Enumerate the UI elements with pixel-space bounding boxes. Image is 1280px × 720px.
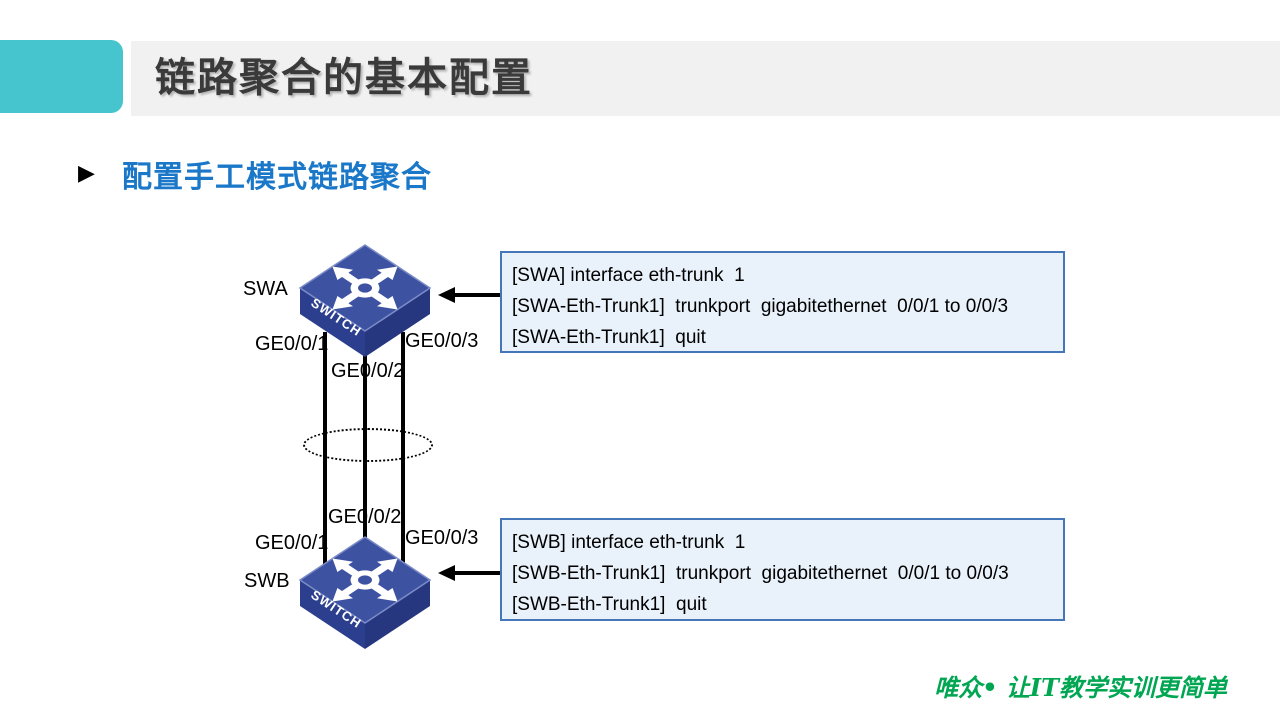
- arrow-to-swb-head-icon: [438, 565, 455, 581]
- switch-b-label: SWB: [244, 570, 290, 592]
- footer-brand-slogan: 唯众• 让IT教学实训更简单: [934, 673, 1227, 702]
- header-accent-block: [0, 40, 123, 113]
- page-title: 链路聚合的基本配置: [155, 56, 533, 100]
- switch-b-icon: SWITCH: [298, 536, 432, 649]
- config-line: [SWB-Eth-Trunk1] quit: [512, 594, 707, 615]
- config-line: [SWA-Eth-Trunk1] trunkport gigabitethern…: [512, 296, 1009, 317]
- config-line: [SWB] interface eth-trunk 1: [512, 532, 746, 553]
- switch-a-icon: SWITCH: [298, 244, 432, 357]
- config-line: [SWA-Eth-Trunk1] quit: [512, 327, 706, 348]
- config-box-swb: [SWB] interface eth-trunk 1 [SWB-Eth-Tru…: [500, 518, 1065, 621]
- bullet-triangle-icon: ▶: [78, 160, 95, 185]
- switch-b-port-ge1-label: GE0/0/1: [255, 532, 329, 554]
- switch-a-label: SWA: [243, 278, 288, 300]
- switch-b-port-ge2-label: GE0/0/2: [328, 506, 402, 528]
- config-line: [SWA] interface eth-trunk 1: [512, 265, 745, 286]
- config-line: [SWB-Eth-Trunk1] trunkport gigabitethern…: [512, 563, 1009, 584]
- link-aggregation-ellipse: [303, 428, 433, 462]
- config-box-swa: [SWA] interface eth-trunk 1 [SWA-Eth-Tru…: [500, 251, 1065, 353]
- switch-a-port-ge3-label: GE0/0/3: [405, 330, 479, 352]
- switch-b-port-ge3-label: GE0/0/3: [405, 527, 479, 549]
- switch-a-port-ge2-label: GE0/0/2: [331, 360, 405, 382]
- switch-a-port-ge1-label: GE0/0/1: [255, 333, 329, 355]
- header-band: 链路聚合的基本配置: [131, 41, 1280, 116]
- subtitle: 配置手工模式链路聚合: [122, 161, 432, 194]
- arrow-to-swa-head-icon: [438, 287, 455, 303]
- arrow-to-swa: [455, 293, 500, 297]
- arrow-to-swb: [455, 571, 500, 575]
